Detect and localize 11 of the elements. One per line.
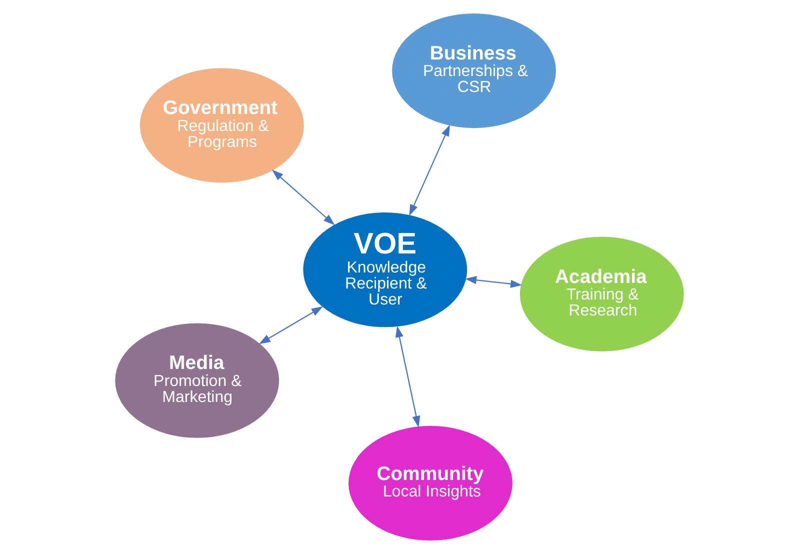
arrow xyxy=(464,276,522,288)
node-ellipse: Community Local Insights xyxy=(346,424,514,542)
node-ellipse: VOE Knowledge Recipient & User xyxy=(302,211,468,328)
arrow xyxy=(258,306,322,344)
node-ellipse: Government Regulation & Programs xyxy=(138,66,304,184)
node-ellipse: Academia Training & Research xyxy=(518,236,684,353)
arrow xyxy=(395,326,420,428)
node-ellipse: Media Promotion & Marketing xyxy=(114,322,280,439)
arrow xyxy=(408,124,450,216)
arrow xyxy=(271,170,334,226)
node-ellipse: Business Partnerships & CSR xyxy=(390,12,557,130)
